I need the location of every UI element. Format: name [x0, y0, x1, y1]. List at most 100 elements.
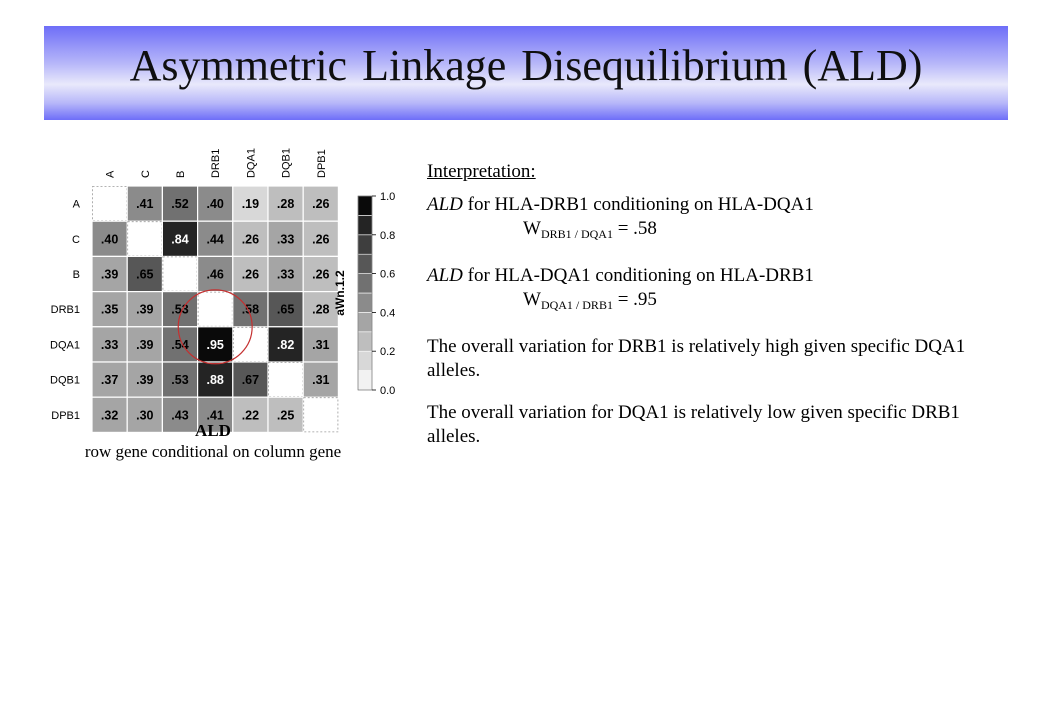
ald-term: ALD — [427, 265, 463, 286]
caption-title: ALD — [195, 421, 231, 440]
ald-description: for HLA-DQA1 conditioning on HLA-DRB1 — [462, 265, 814, 286]
w-statistic-drb1: WDRB1 / DQA1 = .58 — [427, 217, 997, 246]
column-label: C — [140, 170, 152, 178]
cell-value-label: .39 — [136, 373, 153, 387]
colorbar-segment — [357, 273, 373, 294]
heatmap-cell — [302, 255, 340, 293]
cell-value-label: .33 — [277, 232, 294, 246]
heatmap-cell — [91, 291, 128, 328]
colorbar-segment — [357, 234, 373, 255]
ald-description: for HLA-DRB1 conditioning on HLA-DQA1 — [462, 194, 814, 215]
cell-value-label: .28 — [277, 197, 294, 211]
ald-line-dqa1: ALD for HLA-DQA1 conditioning on HLA-DRB… — [427, 264, 997, 288]
colorbar-segment — [357, 292, 373, 313]
diagonal-cell — [303, 397, 339, 433]
heatmap-cell — [91, 220, 128, 257]
cell-value-label: .39 — [136, 338, 153, 352]
cell-value-label: .31 — [312, 373, 329, 387]
row-label: A — [73, 199, 81, 211]
colorbar-tick-label: 0.4 — [380, 307, 395, 319]
column-label: A — [105, 170, 117, 178]
heatmap-cell — [91, 396, 128, 434]
column-label: DRB1 — [210, 149, 222, 178]
cell-value-label: .28 — [312, 303, 329, 317]
column-label: DQB1 — [281, 148, 293, 178]
heatmap-cell — [126, 255, 163, 293]
ald-block-dqa1: ALD for HLA-DQA1 conditioning on HLA-DRB… — [427, 264, 997, 317]
colorbar-segment — [357, 331, 373, 352]
heatmap-caption: ALD row gene conditional on column gene — [40, 420, 386, 462]
cell-value-label: .19 — [242, 197, 259, 211]
heatmap-cell — [197, 326, 234, 363]
heatmap-cell — [161, 220, 199, 257]
cell-value-label: .46 — [207, 268, 224, 282]
w-statistic-dqa1: WDQA1 / DRB1 = .95 — [427, 288, 997, 317]
cell-value-label: .31 — [312, 338, 329, 352]
cell-value-label: .40 — [101, 232, 118, 246]
cell-value-label: .41 — [207, 408, 224, 422]
heatmap-cell — [267, 396, 304, 434]
cell-value-label: .65 — [136, 268, 153, 282]
cell-value-label: .67 — [242, 373, 259, 387]
colorbar-tick-label: 0.0 — [380, 385, 395, 397]
diagonal-cell — [197, 291, 233, 327]
ald-line-drb1: ALD for HLA-DRB1 conditioning on HLA-DQA… — [427, 193, 997, 217]
paragraph-dqa1-variation: The overall variation for DQA1 is relati… — [427, 402, 960, 447]
row-label: DRB1 — [51, 304, 80, 316]
colorbar-segment — [357, 215, 373, 236]
colorbar-segment — [357, 195, 373, 216]
w-value: = .58 — [612, 218, 657, 239]
heatmap-cell — [197, 255, 234, 293]
cell-value-label: .22 — [242, 408, 259, 422]
column-label: DPB1 — [316, 149, 328, 178]
cell-value-label: .37 — [101, 373, 118, 387]
column-label: DQA1 — [245, 148, 257, 178]
heatmap-cell — [197, 220, 234, 257]
cell-value-label: .41 — [136, 197, 153, 211]
heatmap-cell — [302, 326, 340, 363]
slide-title: Asymmetric Linkage Disequilibrium (ALD) — [129, 41, 923, 90]
diagonal-cell — [268, 362, 304, 398]
row-label: C — [72, 234, 80, 246]
colorbar-label: aWn.1.2 — [333, 270, 347, 316]
cell-value-label: .53 — [171, 373, 188, 387]
heatmap-cell — [302, 361, 340, 398]
cell-value-label: .82 — [277, 338, 294, 352]
row-label: DQB1 — [50, 375, 80, 387]
colorbar-segment — [357, 253, 373, 274]
paragraph-drb1-variation: The overall variation for DRB1 is relati… — [427, 336, 966, 381]
cell-value-label: .35 — [101, 303, 118, 317]
cell-value-label: .54 — [171, 338, 188, 352]
cell-value-label: .40 — [207, 197, 224, 211]
caption-subtitle: row gene conditional on column gene — [84, 442, 342, 461]
cell-value-label: .88 — [207, 373, 224, 387]
heatmap-cell — [91, 326, 128, 363]
cell-value-label: .39 — [136, 303, 153, 317]
w-symbol: W — [523, 289, 541, 310]
cell-value-label: .26 — [312, 268, 329, 282]
cell-value-label: .65 — [277, 303, 294, 317]
cell-value-label: .33 — [277, 268, 294, 282]
row-label: DPB1 — [51, 410, 80, 422]
cell-value-label: .43 — [171, 408, 188, 422]
ald-block-drb1: ALD for HLA-DRB1 conditioning on HLA-DQA… — [427, 193, 997, 246]
colorbar-segment — [357, 312, 373, 333]
row-label: DQA1 — [50, 339, 80, 351]
ald-term: ALD — [427, 194, 463, 215]
heatmap-cell — [126, 396, 163, 434]
cell-value-label: .33 — [101, 338, 118, 352]
cell-value-label: .52 — [171, 197, 188, 211]
heatmap-cell — [302, 185, 340, 222]
cell-value-label: .25 — [277, 408, 294, 422]
interpretation-panel: Interpretation: ALD for HLA-DRB1 conditi… — [427, 160, 997, 449]
colorbar-segment — [357, 350, 373, 371]
colorbar-tick-label: 0.2 — [380, 346, 395, 358]
cell-value-label: .26 — [312, 232, 329, 246]
cell-value-label: .95 — [207, 338, 224, 352]
colorbar-tick-label: 0.6 — [380, 269, 395, 281]
w-subscript: DRB1 / DQA1 — [540, 227, 613, 241]
heatmap-cell — [232, 291, 269, 328]
colorbar-frame — [357, 195, 373, 391]
heatmap-cell — [267, 220, 304, 257]
